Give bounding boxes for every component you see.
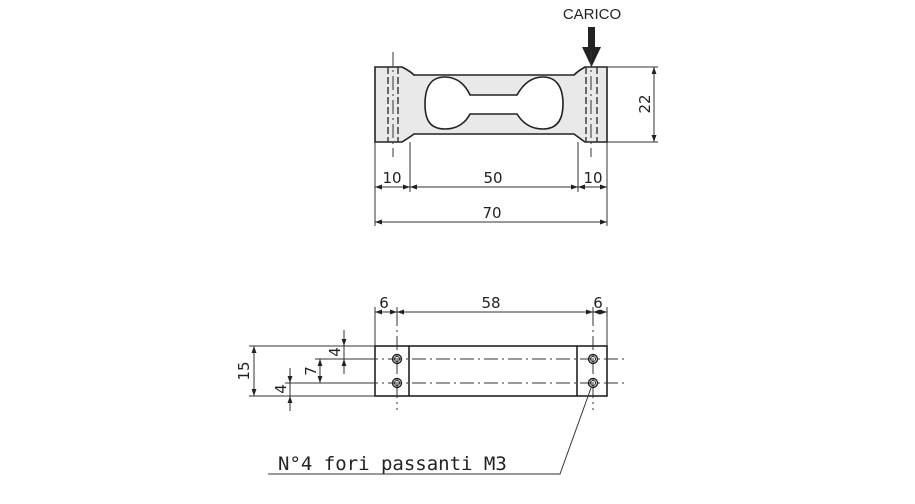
dim-bottom-top-offset: 4 [326, 347, 344, 357]
holes-note: N°4 fori passanti M3 [278, 453, 507, 475]
dim-top-total: 70 [482, 204, 501, 222]
left-holes-hidden [387, 52, 399, 157]
dim-top-left: 10 [382, 169, 401, 187]
dim-bottom-hole-spacing: 7 [302, 366, 320, 376]
dim-bottom-center: 58 [481, 294, 500, 312]
dim-top-right: 10 [583, 169, 602, 187]
bottom-view: 6 58 6 15 4 7 4 N°4 fori passanti M3 [235, 294, 628, 475]
dim-bottom-bottom-offset: 4 [272, 384, 290, 394]
dim-top-height: 22 [636, 94, 654, 113]
dim-bottom-left: 6 [379, 294, 389, 312]
load-label: CARICO [563, 6, 621, 23]
dim-bottom-total-height: 15 [235, 361, 253, 380]
hole-icon [587, 377, 599, 389]
dim-bottom-right: 6 [593, 294, 603, 312]
dim-top-center: 50 [483, 169, 502, 187]
right-holes-hidden [585, 52, 598, 157]
note-leader [268, 387, 592, 475]
bottom-outline [374, 345, 608, 397]
hole-icon [391, 377, 403, 389]
hole-icon [587, 353, 599, 365]
hole-icon [391, 353, 403, 365]
top-view: CARICO 10 50 [374, 6, 658, 226]
dogbone-cutout [424, 76, 564, 130]
